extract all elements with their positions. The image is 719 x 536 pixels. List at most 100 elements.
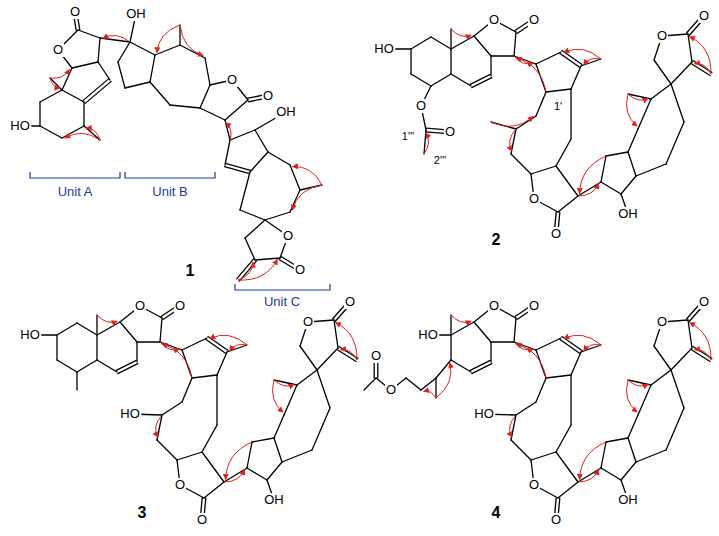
- atom-label: O: [52, 43, 64, 57]
- atom-label: O: [134, 299, 146, 313]
- hmbc-arrow: [689, 37, 711, 74]
- single-bond: [531, 166, 556, 174]
- single-bond: [282, 450, 312, 462]
- unit-bracket: [30, 172, 120, 178]
- single-bond: [40, 90, 62, 102]
- single-bond: [225, 140, 230, 165]
- single-bond: [450, 315, 451, 335]
- single-bond: [536, 338, 561, 350]
- single-bond: [202, 452, 224, 482]
- single-bond: [290, 165, 300, 190]
- position-number: 2''': [433, 154, 447, 166]
- hmbc-arrow: [50, 78, 60, 88]
- atom-label: O: [282, 229, 294, 243]
- single-bond: [636, 450, 666, 462]
- single-bond: [621, 176, 636, 194]
- single-bond: [511, 440, 531, 460]
- single-bond: [225, 100, 248, 120]
- single-bond: [450, 49, 451, 74]
- atom-label: O: [385, 383, 397, 397]
- single-bond: [671, 84, 684, 122]
- hmbc-arrow: [293, 167, 322, 185]
- hmbc-arrow: [451, 315, 471, 322]
- unit-label: Unit C: [263, 295, 301, 309]
- single-bond: [601, 468, 621, 480]
- single-bond: [96, 315, 97, 335]
- single-bond: [255, 258, 280, 260]
- hmbc-arrow: [514, 56, 533, 64]
- single-bond: [274, 415, 284, 438]
- single-bond: [536, 378, 546, 402]
- single-bond: [290, 190, 300, 212]
- single-bond: [666, 122, 684, 164]
- single-bond: [651, 370, 671, 385]
- single-bond: [571, 352, 581, 375]
- single-bond: [514, 32, 516, 56]
- hmbc-arrow: [580, 442, 606, 480]
- atom-label: O: [656, 29, 668, 43]
- single-bond: [255, 130, 268, 152]
- hmbc-arrow: [156, 415, 162, 437]
- single-bond: [651, 84, 671, 99]
- single-bond: [247, 468, 267, 480]
- atom-label: O: [370, 349, 382, 363]
- single-bond: [654, 60, 671, 84]
- atom-label: OH: [263, 493, 285, 507]
- hmbc-arrow: [65, 133, 100, 140]
- single-bond: [556, 425, 571, 452]
- atom-label: O: [698, 295, 710, 309]
- single-bond: [606, 438, 628, 442]
- single-bond: [558, 482, 578, 498]
- double-bond: [118, 364, 138, 374]
- single-bond: [300, 346, 317, 370]
- single-bond: [490, 56, 491, 76]
- single-bond: [78, 30, 100, 38]
- hmbc-arrow: [226, 442, 252, 480]
- single-bond: [606, 152, 628, 156]
- single-bond: [247, 442, 252, 468]
- single-bond: [157, 440, 177, 460]
- single-bond: [636, 164, 666, 176]
- atom-label: O: [444, 125, 456, 139]
- compound-number: 3: [137, 504, 148, 521]
- single-bond: [98, 62, 110, 80]
- unit-bracket: [235, 284, 330, 290]
- single-bond: [491, 55, 514, 56]
- single-bond: [688, 34, 692, 62]
- single-bond: [83, 102, 84, 126]
- single-bond: [200, 108, 225, 120]
- single-bond: [245, 238, 255, 260]
- single-bond: [162, 402, 182, 415]
- single-bond: [570, 89, 571, 139]
- atom-label: O: [174, 299, 186, 313]
- atom-label: O: [488, 299, 500, 313]
- single-bond: [558, 196, 578, 212]
- hmbc-arrow: [578, 470, 598, 482]
- single-bond: [268, 152, 290, 165]
- atom-label: O: [528, 299, 540, 313]
- single-bond: [601, 442, 606, 468]
- hmbc-arrow: [564, 49, 601, 59]
- single-bond: [421, 378, 436, 390]
- single-bond: [227, 345, 247, 352]
- single-bond: [411, 74, 431, 86]
- hmbc-arrow: [510, 415, 516, 437]
- atom-label: O: [550, 513, 562, 527]
- atom-label: O: [698, 9, 710, 23]
- single-bond: [536, 52, 561, 64]
- atom-label: OH: [617, 207, 639, 221]
- single-bond: [628, 152, 636, 176]
- single-bond: [546, 89, 571, 92]
- hmbc-arrow: [424, 133, 429, 154]
- single-bond: [177, 452, 202, 460]
- single-bond: [136, 342, 137, 362]
- single-bond: [62, 68, 72, 90]
- atom-label: O: [174, 478, 186, 492]
- hmbc-arrow: [584, 58, 601, 65]
- single-bond: [130, 42, 155, 55]
- atom-label: O: [528, 478, 540, 492]
- single-bond: [654, 346, 671, 370]
- compound-number: 1: [185, 262, 196, 279]
- single-bond: [491, 341, 514, 342]
- single-bond: [490, 342, 491, 362]
